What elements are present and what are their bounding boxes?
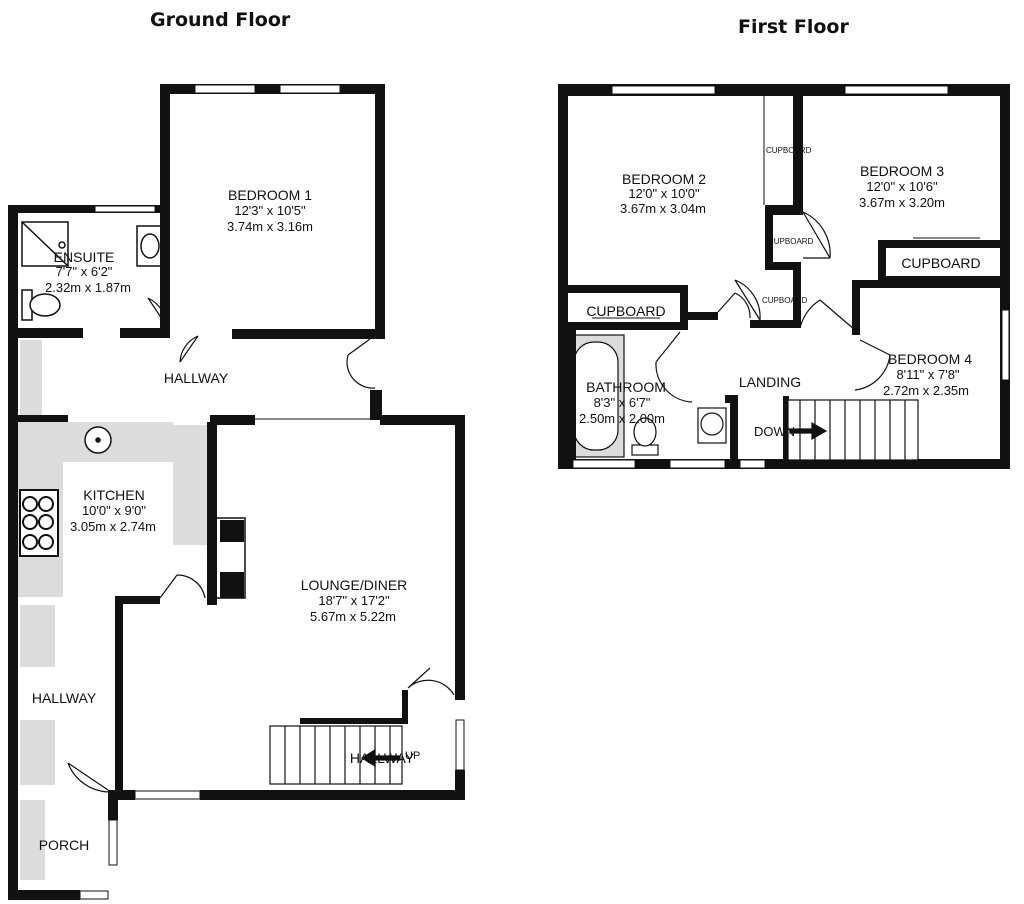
bedroom-2-name: BEDROOM 2: [622, 171, 706, 187]
bedroom-4-imperial: 8'11" x 7'8": [896, 367, 959, 382]
shower-icon: [21, 221, 69, 267]
cupboard-bedroom-2: CUPBOARD: [586, 303, 665, 319]
chimney-breast: [214, 517, 246, 599]
bedroom-1-metric: 3.74m x 3.16m: [227, 219, 313, 234]
cupboard-small-1: CUPBOARD: [766, 146, 812, 155]
hob-icon: [19, 489, 59, 557]
first-floor-doors: [655, 211, 891, 403]
toilet-icon: [21, 289, 61, 321]
basin-icon: [697, 407, 727, 444]
kitchen-imperial: 10'0" x 9'0": [82, 503, 146, 518]
bathroom-imperial: 8'3" x 6'7": [594, 395, 651, 410]
bathroom-name: BATHROOM: [586, 379, 666, 395]
ground-floor-walls: [8, 84, 465, 900]
ground-floor-title: Ground Floor: [150, 9, 291, 31]
ground-stairs: [269, 725, 403, 785]
kitchen-worktops: [18, 340, 207, 880]
cupboard-bedroom-3: CUPBOARD: [901, 255, 980, 271]
bedroom-2-metric: 3.67m x 3.04m: [620, 201, 706, 216]
cupboard-small-2: CUPBOARD: [768, 237, 814, 246]
bedroom-1-imperial: 12'3" x 10'5": [234, 203, 306, 218]
stairs-down-label: DOWN: [754, 424, 795, 439]
first-floor-title: First Floor: [738, 16, 849, 38]
porch-name: PORCH: [39, 837, 90, 853]
bath-icon: [567, 334, 625, 458]
hallway-lower-name: HALLWAY: [32, 690, 97, 706]
stairs-hallway-name: HALLWAY: [350, 750, 415, 766]
ground-floor-windows: [79, 84, 465, 900]
stairs-up-label: UP: [405, 750, 420, 762]
toilet-icon: [631, 417, 659, 456]
bedroom-3-imperial: 12'0" x 10'6": [866, 179, 938, 194]
ensuite-name: ENSUITE: [54, 249, 115, 265]
ground-floor-plan: BEDROOM 1 12'3" x 10'5" 3.74m x 3.16m EN…: [8, 84, 465, 900]
lounge-name: LOUNGE/DINER: [301, 577, 408, 593]
first-stairs: [787, 399, 919, 461]
basin-icon: [136, 225, 164, 267]
bedroom-3-name: BEDROOM 3: [860, 163, 944, 179]
first-floor-windows: [572, 85, 1010, 469]
bedroom-4-metric: 2.72m x 2.35m: [883, 383, 969, 398]
kitchen-name: KITCHEN: [83, 487, 144, 503]
bedroom-4-name: BEDROOM 4: [888, 351, 972, 367]
lounge-imperial: 18'7" x 17'2": [318, 593, 390, 608]
landing-name: LANDING: [739, 374, 801, 390]
bathroom-metric: 2.50m x 2.00m: [579, 411, 665, 426]
first-floor-plan: BEDROOM 2 12'0" x 10'0" 3.67m x 3.04m BE…: [558, 84, 1010, 469]
sink-icon: [84, 426, 112, 454]
bedroom-3-metric: 3.67m x 3.20m: [859, 195, 945, 210]
bedroom-1-name: BEDROOM 1: [228, 187, 312, 203]
kitchen-metric: 3.05m x 2.74m: [70, 519, 156, 534]
ensuite-imperial: 7'7" x 6'2": [56, 264, 113, 279]
bedroom-2-imperial: 12'0" x 10'0": [628, 186, 700, 201]
cupboard-small-3: CUPBOARD: [762, 296, 808, 305]
hallway-upper-name: HALLWAY: [164, 370, 229, 386]
lounge-metric: 5.67m x 5.22m: [310, 609, 396, 624]
ground-floor-doors: [67, 297, 455, 793]
ensuite-metric: 2.32m x 1.87m: [45, 280, 131, 295]
